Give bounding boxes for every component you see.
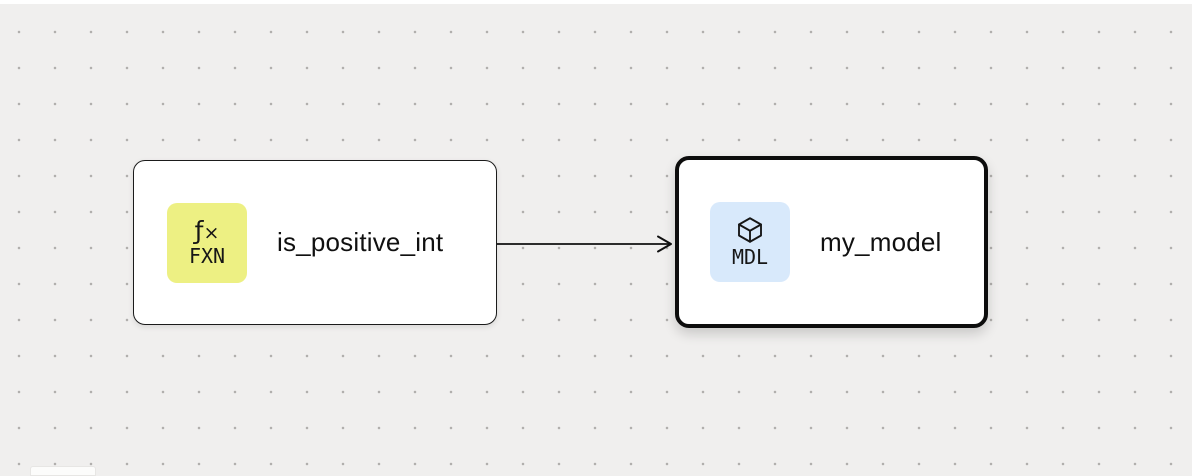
node-title: my_model [820,226,942,257]
node-title: is_positive_int [277,227,444,257]
bottom-panel-peek[interactable] [30,466,96,476]
function-icon: ƒ× [194,215,220,245]
cube-icon [735,215,765,245]
arrowhead-icon [657,235,672,253]
model-badge: MDL [710,202,790,282]
edge-is_positive_int-to-my_model[interactable] [497,235,672,253]
window-top-edge [0,0,1192,4]
node-is-positive-int[interactable]: ƒ× FXN is_positive_int [133,160,497,325]
node-kind-label: FXN [188,244,226,269]
node-kind-label: MDL [731,245,769,269]
node-my-model[interactable]: MDL my_model [675,156,988,328]
function-badge: ƒ× FXN [167,202,247,283]
